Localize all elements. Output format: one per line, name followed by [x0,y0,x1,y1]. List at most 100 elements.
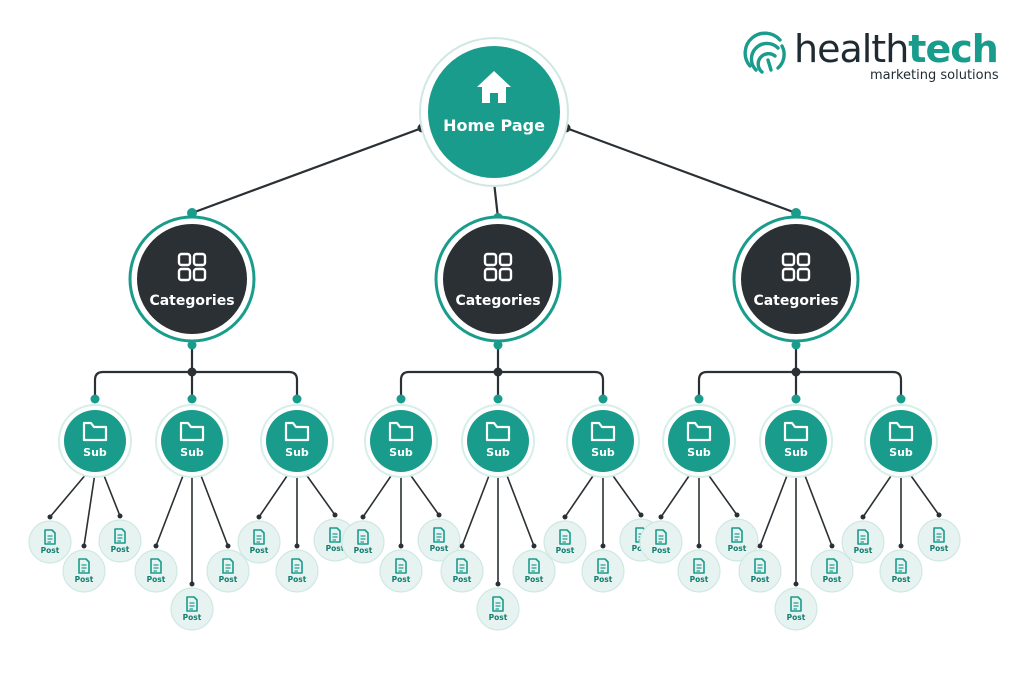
post-node[interactable]: Post [237,520,281,564]
post-label: Post [111,545,130,554]
connector-dot [757,543,763,549]
post-node[interactable]: Post [917,518,961,562]
post-node[interactable]: Post [170,587,214,631]
sub-node[interactable]: Sub [364,404,438,478]
connector-dot [187,340,197,350]
connector-dot [562,514,568,520]
connector-line [408,472,440,516]
home-page-node[interactable]: Home Page [419,37,569,187]
grid-icon [177,252,207,282]
folder-icon [179,421,205,442]
connector-dot [495,581,501,587]
brand-name: healthtech [794,27,999,71]
sub-node[interactable]: Sub [759,404,833,478]
folder-icon [284,421,310,442]
document-icon [790,596,802,612]
sub-label: Sub [687,446,711,459]
connector-dot [598,394,608,404]
connector-dot [189,581,195,587]
document-icon [456,558,468,574]
connector-line [399,370,605,399]
post-node[interactable]: Post [206,549,250,593]
connector-dot [398,543,404,549]
post-label: Post [147,575,166,584]
document-icon [150,558,162,574]
post-node[interactable]: Post [639,520,683,564]
connector-line [93,370,299,399]
grid-icon [781,252,811,282]
post-label: Post [453,575,472,584]
post-label: Post [854,546,873,555]
post-label: Post [288,575,307,584]
grid-icon [483,252,513,282]
post-node[interactable]: Post [879,549,923,593]
sub-node[interactable]: Sub [260,404,334,478]
category-label: Categories [753,293,838,309]
post-node[interactable]: Post [715,518,759,562]
connector-dot [294,543,300,549]
document-icon [492,596,504,612]
folder-icon [485,421,511,442]
sub-node[interactable]: Sub [864,404,938,478]
post-node[interactable]: Post [810,549,854,593]
brand-name-part2: tech [908,27,999,71]
document-icon [78,558,90,574]
post-node[interactable]: Post [275,549,319,593]
connector-dot [829,543,835,549]
connector-dot [531,543,537,549]
post-label: Post [41,546,60,555]
post-node[interactable]: Post [677,549,721,593]
post-node[interactable]: Post [28,520,72,564]
connector-dot [493,340,503,350]
post-node[interactable]: Post [134,549,178,593]
connector-dot [658,514,664,520]
post-label: Post [652,546,671,555]
connector-dot [898,543,904,549]
connector-line [304,472,336,516]
post-node[interactable]: Post [98,519,142,563]
folder-icon [783,421,809,442]
post-node[interactable]: Post [512,549,556,593]
sub-node[interactable]: Sub [155,404,229,478]
connector-dot [793,581,799,587]
sub-label: Sub [180,446,204,459]
post-node[interactable]: Post [440,549,484,593]
connector-dot [860,514,866,520]
connector-dot [936,512,942,518]
sub-node[interactable]: Sub [566,404,640,478]
post-node[interactable]: Post [417,518,461,562]
sub-label: Sub [486,446,510,459]
post-node[interactable]: Post [543,520,587,564]
connector-dot [225,543,231,549]
post-node[interactable]: Post [379,549,423,593]
post-node[interactable]: Post [738,549,782,593]
post-label: Post [489,613,508,622]
post-node[interactable]: Post [581,549,625,593]
category-node[interactable]: Categories [434,215,562,343]
post-node[interactable]: Post [476,587,520,631]
post-label: Post [430,544,449,553]
post-node[interactable]: Post [62,549,106,593]
sub-node[interactable]: Sub [662,404,736,478]
post-node[interactable]: Post [841,520,885,564]
sub-node[interactable]: Sub [461,404,535,478]
connector-line [258,472,290,518]
document-icon [655,529,667,545]
sub-node[interactable]: Sub [58,404,132,478]
category-node[interactable]: Categories [732,215,860,343]
brand-tagline: marketing solutions [870,68,999,83]
document-icon [597,558,609,574]
post-node[interactable]: Post [341,520,385,564]
post-label: Post [525,575,544,584]
connector-dot [47,514,53,520]
post-label: Post [892,575,911,584]
connector-dot [734,512,740,518]
connector-line [759,472,789,547]
post-node[interactable]: Post [774,587,818,631]
connector-dot [396,394,406,404]
sub-label: Sub [285,446,309,459]
connector-dot [187,394,197,404]
category-node[interactable]: Categories [128,215,256,343]
folder-icon [888,421,914,442]
